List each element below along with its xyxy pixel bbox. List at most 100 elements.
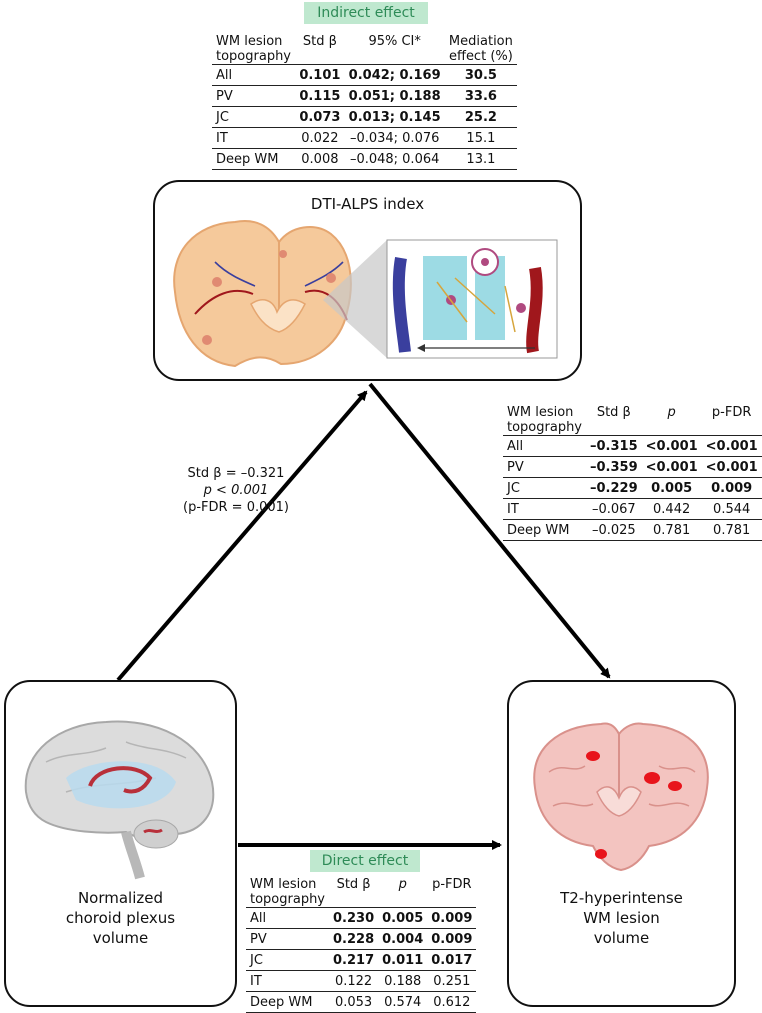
column-header: p-FDR bbox=[432, 877, 472, 892]
row-label: IT bbox=[216, 130, 228, 146]
column-header: Std β bbox=[596, 405, 631, 420]
row-label: All bbox=[250, 910, 267, 926]
table-cell: 0.115 bbox=[299, 88, 341, 104]
table-cell: 0.013; 0.145 bbox=[348, 109, 441, 125]
row-label: PV bbox=[216, 88, 233, 104]
row-label: IT bbox=[507, 501, 519, 517]
table-cell: 0.544 bbox=[713, 501, 751, 517]
table-cell: 0.017 bbox=[431, 952, 473, 968]
table-cell: 0.574 bbox=[384, 994, 422, 1010]
indirect-effect-table: WM lesion topography Std β 95% CI* Mediatio… bbox=[212, 34, 517, 170]
column-header: Mediation effect (%) bbox=[448, 34, 513, 64]
table-cell: 0.442 bbox=[653, 501, 691, 517]
column-header: WM lesion topography bbox=[250, 877, 326, 907]
table-cell: 25.2 bbox=[464, 109, 497, 125]
table-cell: 0.022 bbox=[301, 130, 339, 146]
column-header: Std β bbox=[336, 877, 371, 892]
table-row: PV 0.115 0.051; 0.188 33.6 bbox=[212, 86, 517, 107]
column-header: Std β bbox=[302, 34, 337, 49]
row-label: IT bbox=[250, 973, 262, 989]
table-cell: 0.188 bbox=[384, 973, 422, 989]
table-cell: 13.1 bbox=[466, 151, 496, 167]
table-row: All 0.230 0.005 0.009 bbox=[246, 908, 477, 929]
table-row: All 0.101 0.042; 0.169 30.5 bbox=[212, 65, 517, 86]
table-cell: –0.048; 0.064 bbox=[349, 151, 440, 167]
table-cell: 0.005 bbox=[651, 480, 693, 496]
row-label: PV bbox=[507, 459, 524, 475]
row-label: Deep WM bbox=[507, 522, 570, 538]
table-cell: 0.073 bbox=[299, 109, 341, 125]
row-label: JC bbox=[250, 952, 263, 968]
table-row: IT 0.122 0.188 0.251 bbox=[246, 971, 477, 992]
table-cell: –0.229 bbox=[590, 480, 638, 496]
table-row: JC 0.217 0.011 0.017 bbox=[246, 950, 477, 971]
column-header: p-FDR bbox=[711, 405, 752, 420]
glymphatic-inset-icon bbox=[386, 239, 558, 359]
table-cell: 33.6 bbox=[464, 88, 497, 104]
table-cell: –0.315 bbox=[590, 438, 638, 454]
coronal-brain-icon bbox=[173, 220, 352, 368]
arrow-mediator-to-outcome bbox=[368, 382, 611, 679]
table-cell: 0.781 bbox=[653, 522, 691, 538]
sagittal-brain-icon bbox=[24, 720, 215, 880]
table-header-row: WM lesion topography Std β p p-FDR bbox=[503, 405, 762, 436]
column-header: WM lesion topography bbox=[216, 34, 292, 64]
table-cell: <0.001 bbox=[705, 459, 758, 475]
table-cell: <0.001 bbox=[645, 459, 698, 475]
table-header-row: WM lesion topography Std β 95% CI* Mediatio… bbox=[212, 34, 517, 65]
table-cell: 0.228 bbox=[333, 931, 375, 947]
table-cell: <0.001 bbox=[705, 438, 758, 454]
table-cell: –0.025 bbox=[591, 522, 636, 538]
outcome-label: T2-hyperintense WM lesion volume bbox=[560, 889, 683, 947]
table-cell: 0.004 bbox=[382, 931, 424, 947]
table-row: Deep WM –0.025 0.781 0.781 bbox=[503, 520, 762, 541]
table-cell: 0.053 bbox=[334, 994, 373, 1010]
table-cell: 15.1 bbox=[466, 130, 496, 146]
table-cell: 0.122 bbox=[334, 973, 373, 989]
exposure-label: Normalized choroid plexus volume bbox=[65, 889, 176, 947]
indirect-effect-badge: Indirect effect bbox=[304, 2, 428, 24]
row-label: JC bbox=[216, 109, 229, 125]
table-cell: 0.009 bbox=[431, 931, 473, 947]
table-cell: 0.217 bbox=[333, 952, 375, 968]
table-cell: 0.042; 0.169 bbox=[348, 67, 441, 83]
table-cell: 0.251 bbox=[433, 973, 471, 989]
direct-effect-badge: Direct effect bbox=[310, 850, 420, 872]
table-cell: –0.359 bbox=[590, 459, 638, 475]
column-header: WM lesion topography bbox=[507, 405, 583, 435]
mediator-label: DTI-ALPS index bbox=[310, 195, 425, 213]
mediator-box: DTI-ALPS index bbox=[153, 180, 582, 381]
table-row: JC 0.073 0.013; 0.145 25.2 bbox=[212, 107, 517, 128]
path-arrows bbox=[116, 382, 611, 850]
table-cell: 30.5 bbox=[464, 67, 497, 83]
column-header: 95% CI* bbox=[368, 34, 421, 49]
table-cell: 0.612 bbox=[433, 994, 471, 1010]
table-cell: 0.781 bbox=[713, 522, 751, 538]
coronal-lesion-brain-icon bbox=[533, 722, 709, 872]
outcome-box: T2-hyperintense WM lesion volume bbox=[507, 680, 736, 1007]
path-a-stats: Std β = –0.321 p < 0.001 (p-FDR = 0.001) bbox=[183, 466, 289, 515]
column-header: p bbox=[667, 405, 676, 420]
table-cell: <0.001 bbox=[645, 438, 698, 454]
brain-glymphatic-illustration bbox=[173, 220, 558, 368]
table-cell: 0.008 bbox=[301, 151, 339, 167]
table-cell: 0.230 bbox=[333, 910, 375, 926]
table-cell: 0.101 bbox=[299, 67, 341, 83]
table-row: PV 0.228 0.004 0.009 bbox=[246, 929, 477, 950]
table-cell: 0.051; 0.188 bbox=[348, 88, 441, 104]
table-cell: 0.009 bbox=[431, 910, 473, 926]
arrow-exposure-to-mediator bbox=[116, 390, 368, 682]
table-cell: 0.005 bbox=[382, 910, 424, 926]
row-label: All bbox=[216, 67, 233, 83]
table-row: All–0.315<0.001<0.001 bbox=[503, 436, 762, 457]
table-cell: 0.009 bbox=[711, 480, 753, 496]
table-row: PV –0.359 <0.001 <0.001 bbox=[503, 457, 762, 478]
row-label: PV bbox=[250, 931, 267, 947]
table-cell: 0.011 bbox=[382, 952, 424, 968]
